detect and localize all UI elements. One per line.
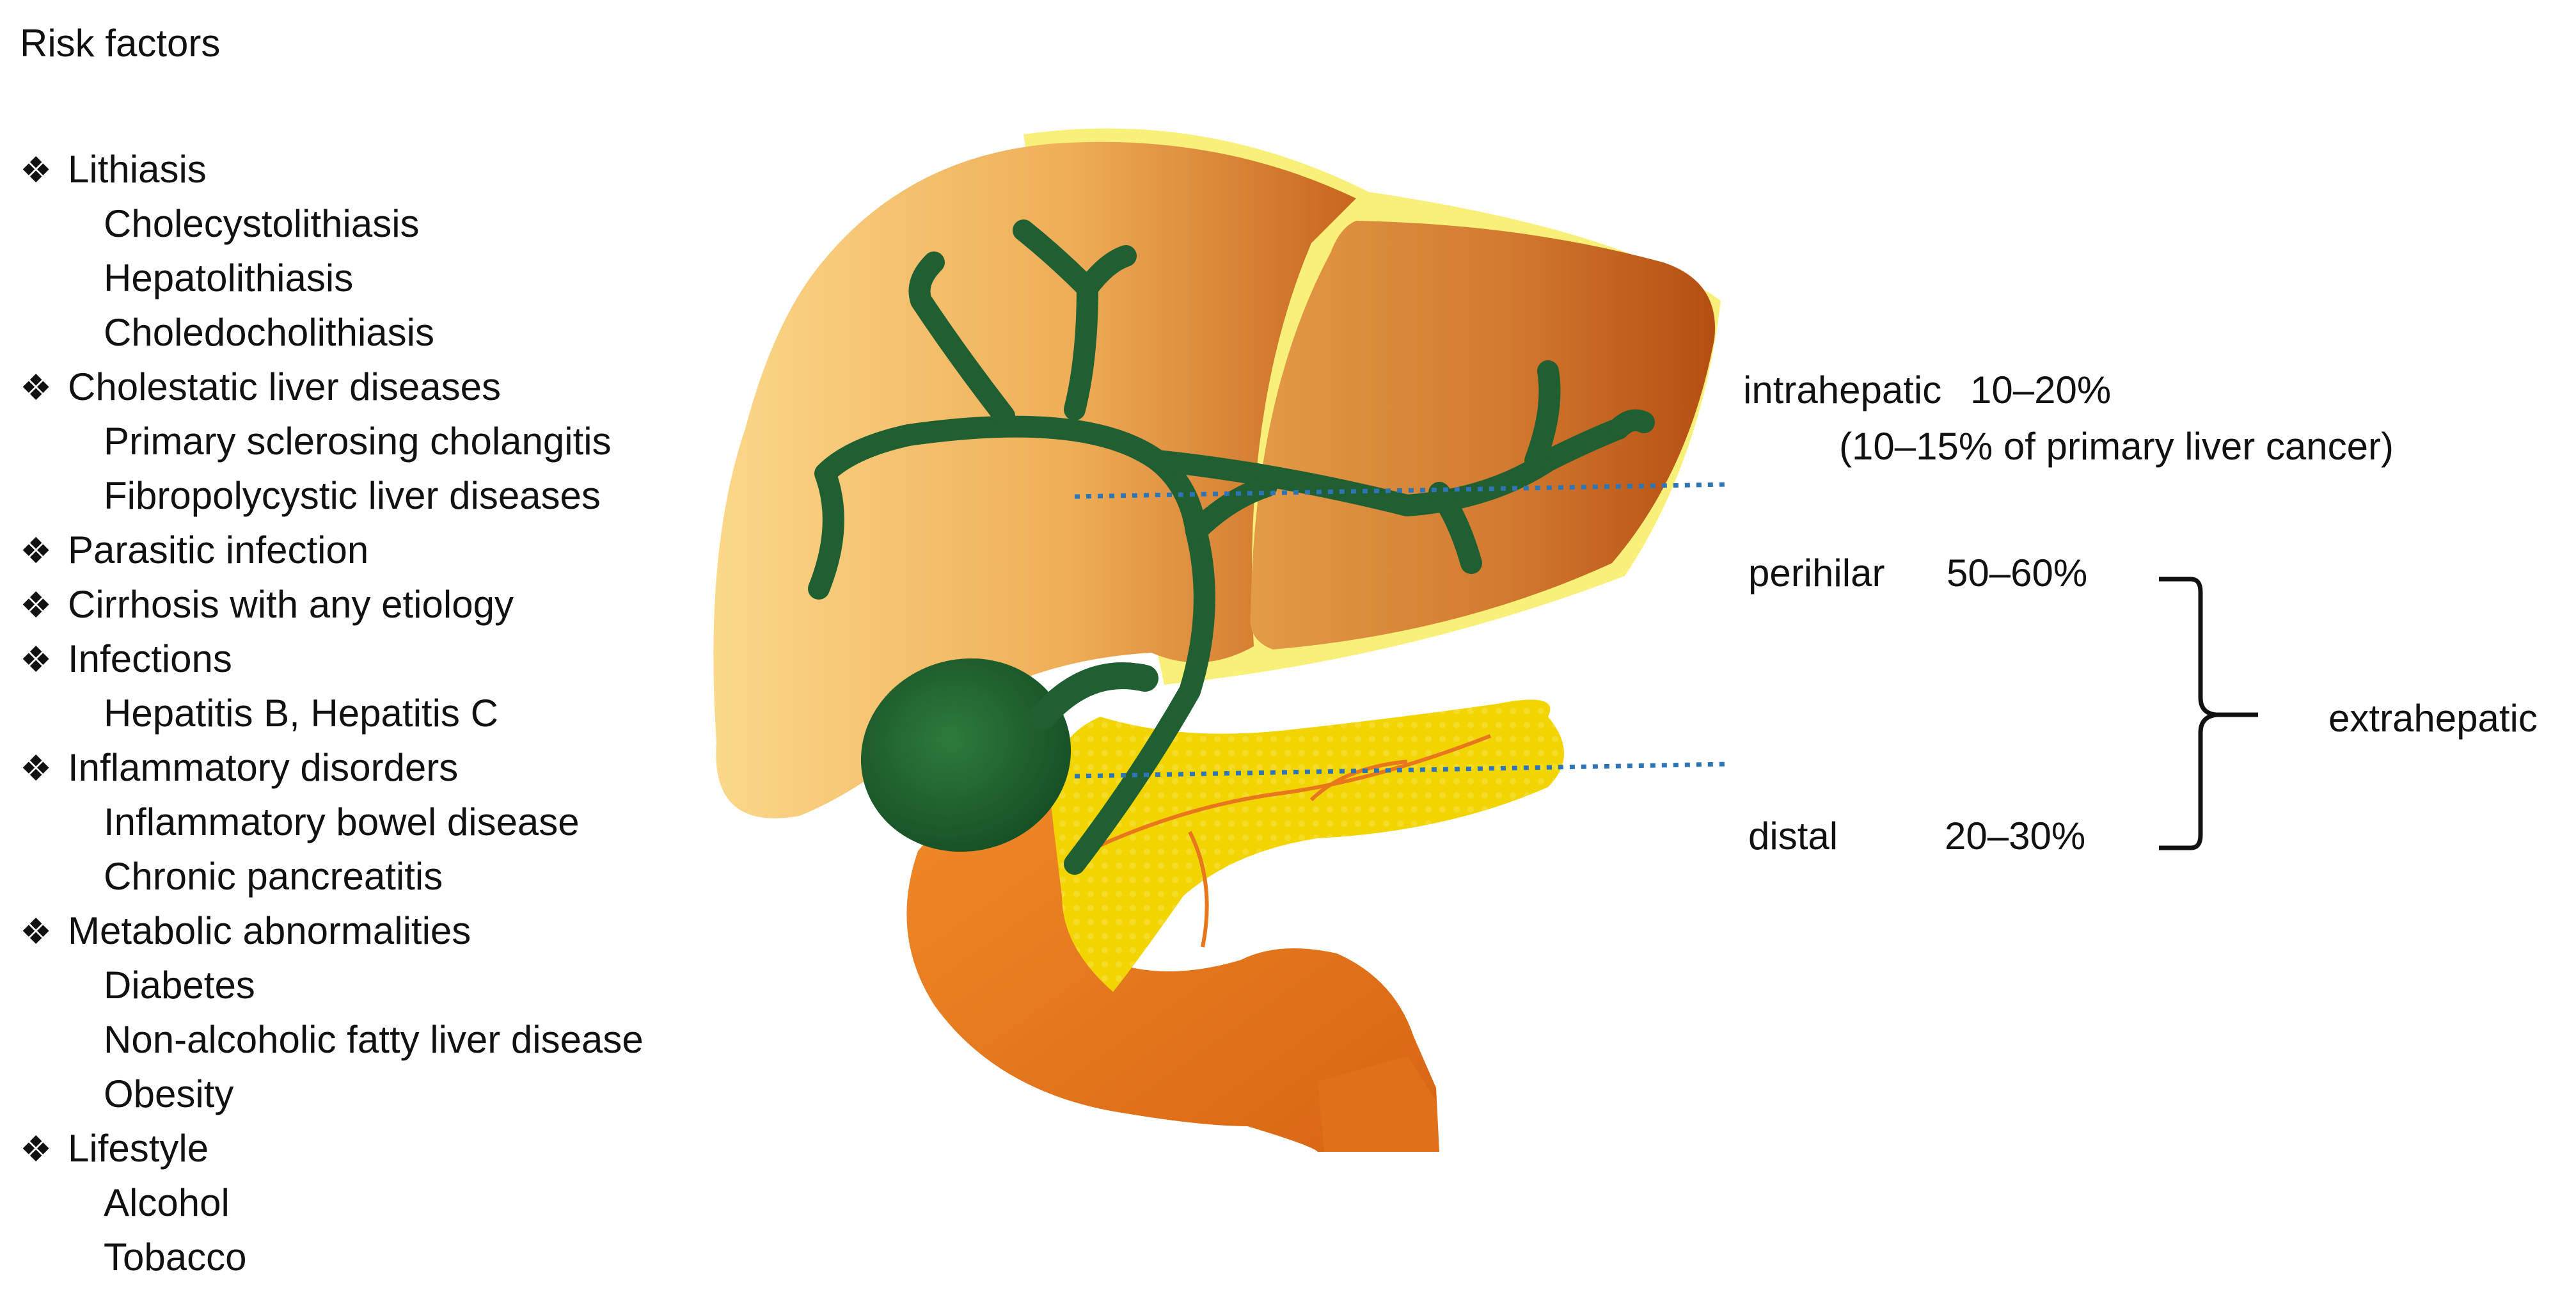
- risk-factor-category: ❖Lifestyle: [20, 1121, 755, 1175]
- intrahepatic-note: (10–15% of primary liver cancer): [1839, 427, 2394, 466]
- risk-factor-group: ❖Parasitic infection: [20, 523, 755, 577]
- risk-factor-item: Hepatitis B, Hepatitis C: [20, 686, 755, 740]
- risk-factor-category-name: Inflammatory disorders: [68, 746, 458, 789]
- risk-factor-item: Non-alcoholic fatty liver disease: [20, 1012, 755, 1067]
- distal-label: distal: [1748, 817, 1838, 856]
- risk-factor-category: ❖Cholestatic liver diseases: [20, 360, 755, 414]
- risk-factor-item: Chronic pancreatitis: [20, 849, 755, 904]
- risk-factor-item: Cholecystolithiasis: [20, 196, 755, 251]
- risk-factor-item: Inflammatory bowel disease: [20, 795, 755, 849]
- diamond-bullet-icon: ❖: [20, 360, 68, 415]
- risk-factor-category-name: Parasitic infection: [68, 529, 368, 571]
- cystic-duct: [1043, 676, 1145, 717]
- diamond-bullet-icon: ❖: [20, 1122, 68, 1176]
- diamond-bullet-icon: ❖: [20, 904, 68, 959]
- intrahepatic-percent: 10–20%: [1970, 371, 2111, 410]
- risk-factor-item: Hepatolithiasis: [20, 251, 755, 305]
- risk-factor-category-name: Lifestyle: [68, 1127, 209, 1170]
- risk-factor-category-name: Cirrhosis with any etiology: [68, 583, 514, 626]
- risk-factor-item: Tobacco: [20, 1230, 755, 1284]
- risk-factor-category: ❖Parasitic infection: [20, 523, 755, 577]
- risk-factor-category-name: Infections: [68, 637, 232, 680]
- risk-factor-item: Choledocholithiasis: [20, 305, 755, 360]
- intrahepatic-label: intrahepatic: [1743, 371, 1941, 410]
- risk-factor-category: ❖Cirrhosis with any etiology: [20, 577, 755, 632]
- risk-factor-category-name: Cholestatic liver diseases: [68, 365, 501, 408]
- diamond-bullet-icon: ❖: [20, 143, 68, 197]
- diamond-bullet-icon: ❖: [20, 632, 68, 687]
- risk-factor-item: Obesity: [20, 1067, 755, 1121]
- risk-factor-category: ❖Inflammatory disorders: [20, 740, 755, 795]
- risk-factor-category-name: Metabolic abnormalities: [68, 909, 471, 952]
- risk-factor-category: ❖Lithiasis: [20, 142, 755, 196]
- perihilar-percent: 50–60%: [1947, 554, 2087, 593]
- risk-factor-category: ❖Metabolic abnormalities: [20, 904, 755, 958]
- risk-factor-item: Primary sclerosing cholangitis: [20, 414, 755, 468]
- diamond-bullet-icon: ❖: [20, 741, 68, 795]
- diamond-bullet-icon: ❖: [20, 523, 68, 578]
- risk-factor-item: Diabetes: [20, 958, 755, 1012]
- risk-factor-group: ❖Cirrhosis with any etiology: [20, 577, 755, 632]
- risk-factor-category: ❖Infections: [20, 632, 755, 686]
- pancreas-texture: [1049, 699, 1564, 992]
- liver-left-lobe: [1250, 221, 1715, 650]
- diamond-bullet-icon: ❖: [20, 578, 68, 632]
- risk-factor-item: Alcohol: [20, 1175, 755, 1230]
- risk-factor-item: Fibropolycystic liver diseases: [20, 468, 755, 523]
- risk-factors-title: Risk factors: [20, 24, 220, 63]
- risk-factor-category-name: Lithiasis: [68, 148, 207, 191]
- extrahepatic-label: extrahepatic: [2328, 699, 2538, 738]
- perihilar-label: perihilar: [1748, 554, 1885, 593]
- distal-percent: 20–30%: [1945, 817, 2085, 856]
- extrahepatic-brace: [2159, 579, 2258, 848]
